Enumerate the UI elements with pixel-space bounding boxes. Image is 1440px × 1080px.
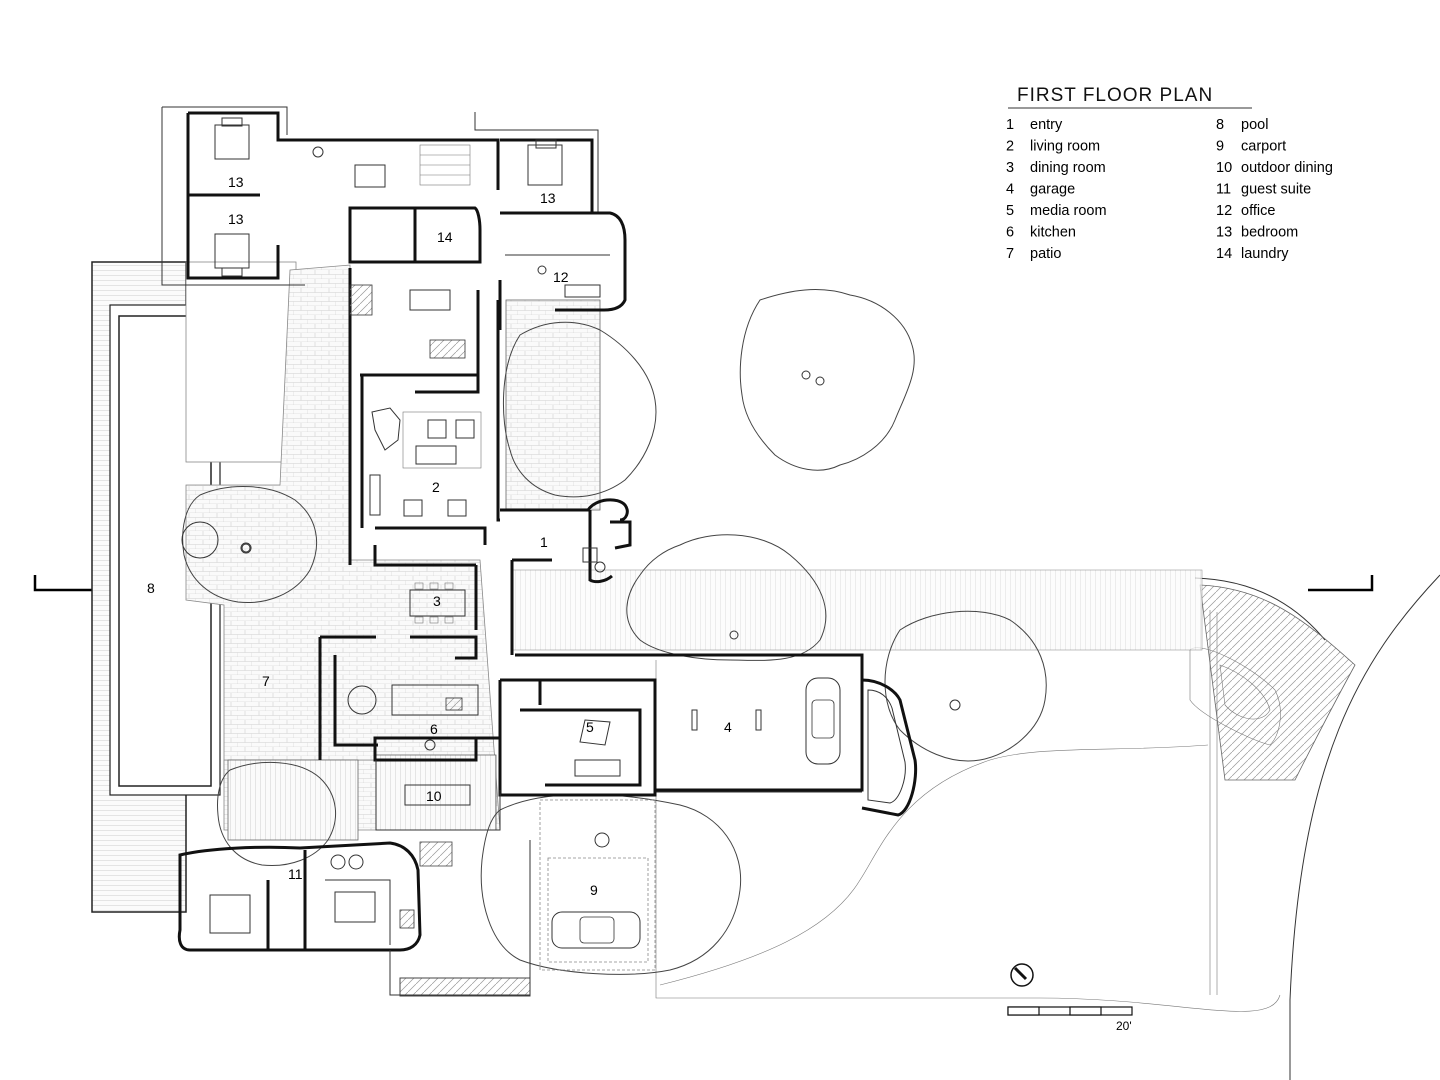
north-arrow-icon: [1010, 963, 1034, 987]
legend-num: 4: [1006, 182, 1014, 198]
room-tag-laundry: 14: [437, 229, 453, 245]
legend-num: 7: [1006, 246, 1014, 262]
room-tag-media-room: 5: [586, 719, 594, 735]
legend-num: 8: [1216, 117, 1224, 133]
scale-label: 20': [1116, 1019, 1132, 1033]
room-tag-bedroom: 13: [540, 190, 556, 206]
legend-label: entry: [1030, 117, 1063, 133]
legend-num: 12: [1216, 203, 1232, 219]
legend-label: laundry: [1241, 246, 1289, 262]
room-tag-garage: 4: [724, 719, 732, 735]
legend-num: 11: [1216, 182, 1231, 198]
legend-num: 1: [1006, 117, 1014, 133]
carport: [539, 799, 656, 971]
scale-bar: 20': [1007, 1006, 1133, 1033]
room-tag-bedroom: 13: [228, 174, 244, 190]
legend-num: 14: [1216, 246, 1232, 262]
legend-num: 9: [1216, 139, 1224, 155]
legend-label: carport: [1241, 139, 1286, 155]
legend-label: pool: [1241, 117, 1268, 133]
room-tag-kitchen: 6: [430, 721, 438, 737]
legend-col-2: 8 pool 9 carport 10 outdoor dining 11 gu…: [1216, 117, 1333, 262]
room-tag-patio: 7: [262, 673, 270, 689]
legend-label: patio: [1030, 246, 1061, 262]
room-tag-guest-suite: 11: [288, 866, 303, 882]
house-walls: [161, 106, 657, 996]
plan-title: FIRST FLOOR PLAN: [1017, 85, 1213, 106]
legend-label: guest suite: [1241, 182, 1311, 198]
legend-label: dining room: [1030, 160, 1106, 176]
room-tag-pool: 8: [147, 580, 155, 596]
room-tags: 1 2 3 4 5 6 7 8 9 10 11 12 13 13 13 14: [147, 174, 732, 898]
legend-num: 13: [1216, 225, 1232, 241]
section-cut-marker: [33, 575, 1374, 592]
legend-label: bedroom: [1241, 225, 1298, 241]
legend-label: office: [1241, 203, 1275, 219]
garage: [515, 653, 918, 817]
legend-label: kitchen: [1030, 225, 1076, 241]
room-tag-outdoor-dining: 10: [426, 788, 442, 804]
site-lines: [655, 574, 1440, 1080]
room-tag-bedroom: 13: [228, 211, 244, 227]
room-tag-carport: 9: [590, 882, 598, 898]
tree-canopies: [181, 289, 1047, 975]
legend-num: 10: [1216, 160, 1232, 176]
room-tag-office: 12: [553, 269, 569, 285]
legend-label: living room: [1030, 139, 1100, 155]
room-tag-dining-room: 3: [433, 593, 441, 609]
legend-label: garage: [1030, 182, 1075, 198]
legend-label: outdoor dining: [1241, 160, 1333, 176]
legend-col-1: 1 entry 2 living room 3 dining room 4 ga…: [1006, 117, 1107, 262]
legend-num: 3: [1006, 160, 1014, 176]
legend-label: media room: [1030, 203, 1107, 219]
patio-paving: [185, 264, 1203, 997]
legend: FIRST FLOOR PLAN 1 entry 2 living room 3…: [1006, 85, 1333, 262]
legend-num: 2: [1006, 139, 1014, 155]
legend-num: 5: [1006, 203, 1014, 219]
room-tag-entry: 1: [540, 534, 548, 550]
legend-num: 6: [1006, 225, 1014, 241]
furniture: [209, 117, 621, 934]
room-tag-living-room: 2: [432, 479, 440, 495]
